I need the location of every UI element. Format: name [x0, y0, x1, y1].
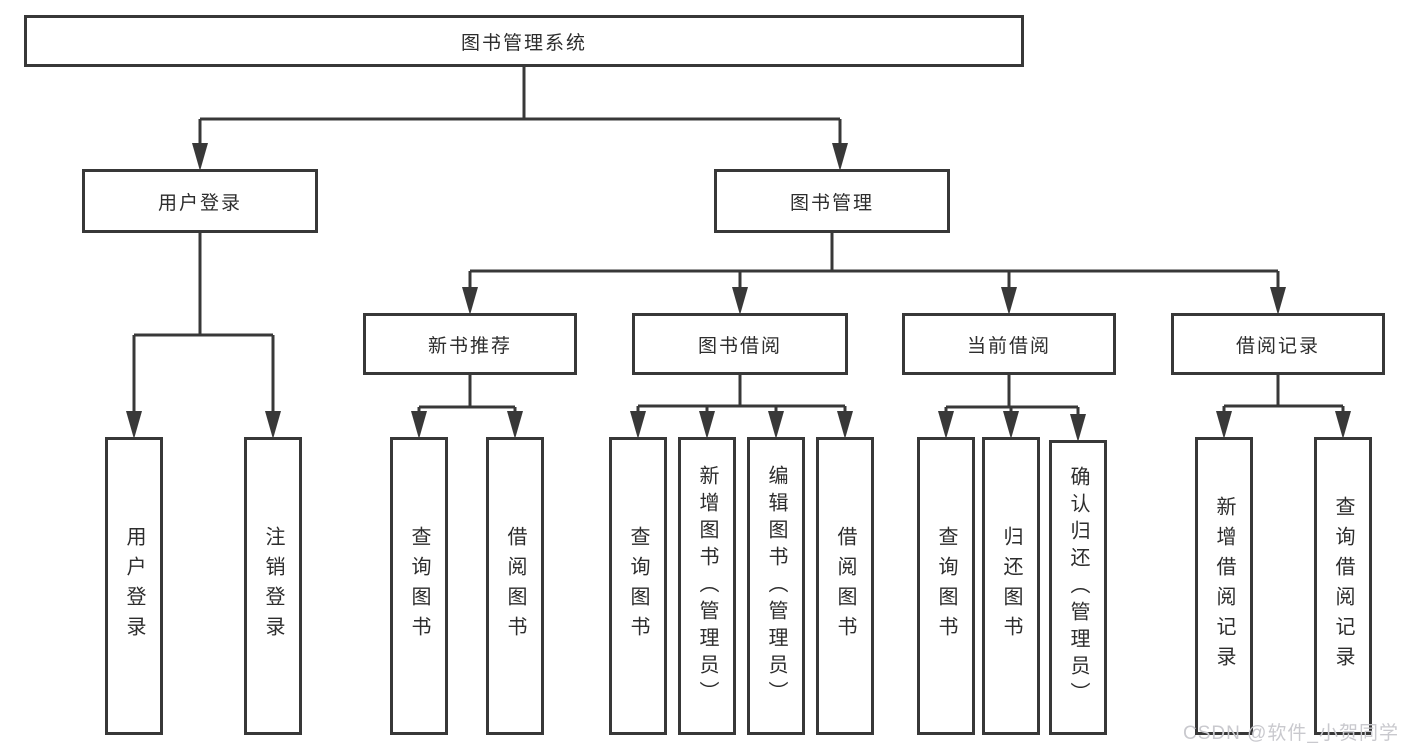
leaf-recommend-borrow-book: 借阅图书: [486, 437, 544, 735]
leaf-confirm-return-admin-label: 确认归还（管理员）: [1067, 466, 1089, 709]
connector-mgmt-to-level3: [462, 233, 1286, 315]
leaf-confirm-return-admin: 确认归还（管理员）: [1049, 440, 1107, 735]
connector-current-to-leaves: [938, 375, 1086, 442]
leaf-add-borrow-record-label: 新增借阅记录: [1213, 496, 1235, 676]
node-new-book-recommend: 新书推荐: [363, 313, 577, 375]
leaf-borrow-query-book-label: 查询图书: [627, 526, 649, 646]
leaf-recommend-borrow-book-label: 借阅图书: [504, 526, 526, 646]
node-book-management-label: 图书管理: [789, 192, 874, 214]
connector-login-to-leaves: [126, 233, 281, 439]
leaf-borrow-book: 借阅图书: [816, 437, 874, 735]
leaf-logout-label: 注销登录: [262, 526, 284, 646]
node-user-login-label: 用户登录: [157, 192, 242, 214]
leaf-borrow-query-book: 查询图书: [609, 437, 667, 735]
arrowhead: [699, 411, 715, 439]
leaf-current-query-book: 查询图书: [917, 437, 975, 735]
connector-recommend-to-leaves: [411, 375, 523, 439]
leaf-borrow-book-label: 借阅图书: [834, 526, 856, 646]
node-book-borrow-label: 图书借阅: [697, 335, 782, 357]
arrowhead: [192, 143, 208, 171]
arrowhead: [1335, 411, 1351, 439]
arrowhead: [732, 287, 748, 315]
connector-borrow-to-leaves: [630, 375, 853, 439]
node-borrow-records-label: 借阅记录: [1235, 335, 1320, 357]
leaf-user-login: 用户登录: [105, 437, 163, 735]
node-root: 图书管理系统: [24, 15, 1024, 67]
arrowhead: [938, 411, 954, 439]
node-borrow-records: 借阅记录: [1171, 313, 1385, 375]
leaf-edit-book-admin-label: 编辑图书（管理员）: [765, 464, 787, 708]
node-book-borrow: 图书借阅: [632, 313, 848, 375]
node-new-book-recommend-label: 新书推荐: [427, 335, 512, 357]
leaf-recommend-query-book-label: 查询图书: [408, 526, 430, 646]
leaf-query-borrow-record: 查询借阅记录: [1314, 437, 1372, 735]
arrowhead: [1070, 414, 1086, 442]
leaf-return-book: 归还图书: [982, 437, 1040, 735]
node-current-borrow-label: 当前借阅: [966, 335, 1051, 357]
arrowhead: [837, 411, 853, 439]
leaf-add-book-admin-label: 新增图书（管理员）: [696, 464, 718, 708]
leaf-current-query-book-label: 查询图书: [935, 526, 957, 646]
arrowhead: [411, 411, 427, 439]
arrowhead: [462, 287, 478, 315]
arrowhead: [1003, 411, 1019, 439]
connector-records-to-leaves: [1216, 375, 1351, 439]
arrowhead: [630, 411, 646, 439]
arrowhead: [832, 143, 848, 171]
leaf-query-borrow-record-label: 查询借阅记录: [1332, 496, 1354, 676]
arrowhead: [507, 411, 523, 439]
arrowhead: [265, 411, 281, 439]
csdn-watermark: CSDN @软件_小贺同学: [1183, 723, 1399, 744]
leaf-logout: 注销登录: [244, 437, 302, 735]
connector-root-to-level2: [192, 67, 848, 171]
node-current-borrow: 当前借阅: [902, 313, 1116, 375]
leaf-user-login-label: 用户登录: [123, 526, 145, 646]
arrowhead: [1216, 411, 1232, 439]
node-user-login: 用户登录: [82, 169, 318, 233]
leaf-add-book-admin: 新增图书（管理员）: [678, 437, 736, 735]
arrowhead: [126, 411, 142, 439]
node-book-management: 图书管理: [714, 169, 950, 233]
leaf-edit-book-admin: 编辑图书（管理员）: [747, 437, 805, 735]
arrowhead: [768, 411, 784, 439]
leaf-return-book-label: 归还图书: [1000, 526, 1022, 646]
leaf-recommend-query-book: 查询图书: [390, 437, 448, 735]
leaf-add-borrow-record: 新增借阅记录: [1195, 437, 1253, 735]
node-root-label: 图书管理系统: [460, 32, 587, 54]
arrowhead: [1001, 287, 1017, 315]
arrowhead: [1270, 287, 1286, 315]
